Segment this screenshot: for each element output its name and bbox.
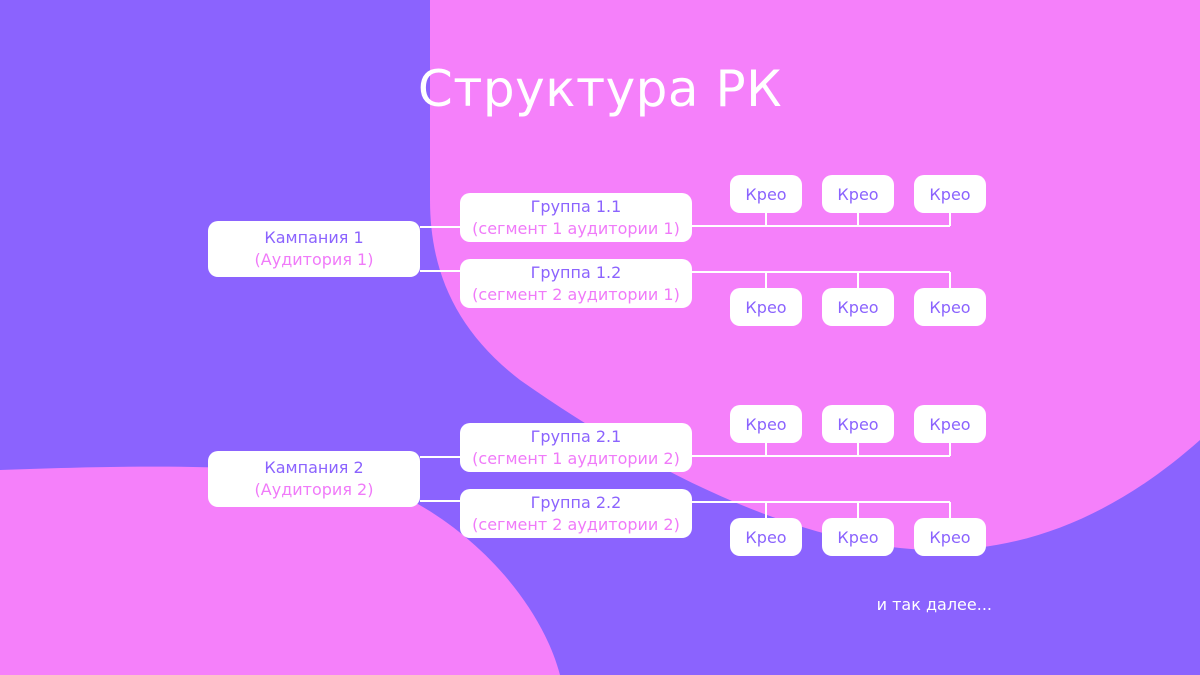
- creative-2-2-1: Крео: [730, 518, 802, 556]
- creative-1-1-2: Крео: [822, 175, 894, 213]
- campaign-1-box: Кампания 1 (Аудитория 1): [208, 221, 420, 277]
- group-1-1-box: Группа 1.1 (сегмент 1 аудитории 1): [460, 193, 692, 242]
- group-1-2-name: Группа 1.2: [530, 262, 622, 282]
- group-2-1-box: Группа 2.1 (сегмент 1 аудитории 2): [460, 423, 692, 472]
- group-1-2-segment: (сегмент 2 аудитории 1): [472, 284, 680, 304]
- pink-blob-bottom-left: [0, 466, 560, 675]
- creative-1-1-1: Крео: [730, 175, 802, 213]
- group-2-2-box: Группа 2.2 (сегмент 2 аудитории 2): [460, 489, 692, 538]
- group-1-1-segment: (сегмент 1 аудитории 1): [472, 218, 680, 238]
- creative-1-1-3: Крео: [914, 175, 986, 213]
- group-1-1-name: Группа 1.1: [530, 196, 622, 216]
- creative-2-2-3: Крео: [914, 518, 986, 556]
- group-1-2-box: Группа 1.2 (сегмент 2 аудитории 1): [460, 259, 692, 308]
- group-2-2-segment: (сегмент 2 аудитории 2): [472, 514, 680, 534]
- campaign-1-audience: (Аудитория 1): [254, 250, 374, 269]
- creative-1-2-2: Крео: [822, 288, 894, 326]
- creative-2-1-3: Крео: [914, 405, 986, 443]
- creative-2-1-1: Крео: [730, 405, 802, 443]
- group-2-1-name: Группа 2.1: [530, 426, 622, 446]
- creative-1-2-1: Крео: [730, 288, 802, 326]
- creative-2-2-2: Крео: [822, 518, 894, 556]
- campaign-2-box: Кампания 2 (Аудитория 2): [208, 451, 420, 507]
- page-title: Структура РК: [417, 60, 783, 118]
- creative-2-1-2: Крео: [822, 405, 894, 443]
- group-2-2-name: Группа 2.2: [530, 492, 622, 512]
- campaign-1-name: Кампания 1: [264, 228, 364, 247]
- campaign-2-name: Кампания 2: [264, 458, 364, 477]
- pink-blob-top-right: [430, 0, 1200, 551]
- footer-note: и так далее...: [876, 595, 992, 614]
- campaign-2-audience: (Аудитория 2): [254, 480, 374, 499]
- creative-1-2-3: Крео: [914, 288, 986, 326]
- group-2-1-segment: (сегмент 1 аудитории 2): [472, 448, 680, 468]
